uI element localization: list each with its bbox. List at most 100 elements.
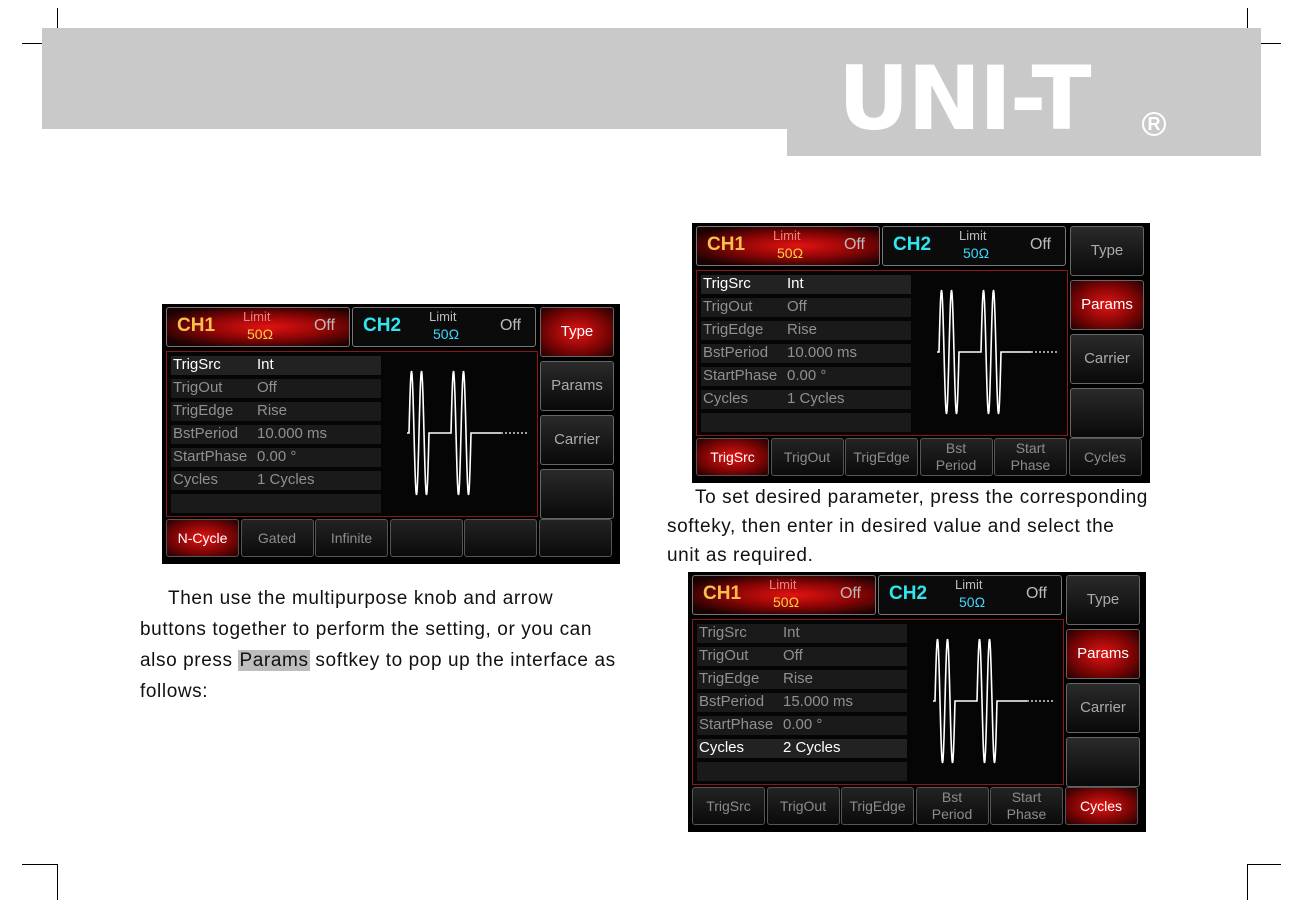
param-value: 0.00 ° <box>783 716 823 733</box>
param-row[interactable]: TrigOut Off <box>697 647 907 666</box>
param-value: 1 Cycles <box>257 471 315 488</box>
param-name: TrigSrc <box>703 275 751 292</box>
param-name: TrigEdge <box>173 402 234 419</box>
softkey-side-type[interactable]: Type <box>1070 226 1144 276</box>
softkey-bottom-6[interactable]: Cycles <box>1068 438 1142 476</box>
burst-waveform <box>937 289 1057 415</box>
softkey-bottom-3[interactable]: TrigEdge <box>841 787 914 825</box>
softkey-side-blank[interactable] <box>1070 388 1144 438</box>
softkey-bottom-5[interactable] <box>464 519 537 557</box>
text-line: softeky, then enter in desired value and… <box>667 516 1115 537</box>
softkey-side-carrier[interactable]: Carrier <box>1070 334 1144 384</box>
ch1-label: CH1 <box>707 234 746 255</box>
softkey-side-params[interactable]: Params <box>1070 280 1144 330</box>
param-name: TrigEdge <box>703 321 764 338</box>
softkey-label: TrigOut <box>779 797 827 814</box>
crop-mark <box>1247 8 1248 44</box>
softkey-side-type[interactable]: Type <box>1066 575 1140 625</box>
softkey-side-blank[interactable] <box>540 469 614 519</box>
param-value: 2 Cycles <box>783 739 841 756</box>
ch1-label: CH1 <box>177 315 216 336</box>
param-value: Off <box>783 647 803 664</box>
ch2-label: CH2 <box>363 315 402 336</box>
param-name: TrigOut <box>699 647 749 664</box>
ch2-output-state: Off <box>499 317 521 334</box>
ch2-status[interactable]: CH2 Limit 50Ω Off <box>352 307 536 347</box>
crop-mark <box>1247 43 1281 44</box>
text-line: unit as required. <box>667 545 814 566</box>
softkey-bottom-1[interactable]: N-Cycle <box>166 519 239 557</box>
param-name: StartPhase <box>703 367 778 384</box>
param-value: Off <box>257 379 277 396</box>
softkey-label: Phase <box>1010 457 1051 473</box>
text-line: To set desired parameter, press the corr… <box>695 487 1148 508</box>
paragraph-params-intro: Then use the multipurpose knob and arrow… <box>140 583 660 707</box>
softkey-side-carrier[interactable]: Carrier <box>540 415 614 465</box>
param-name: TrigEdge <box>699 670 760 687</box>
softkey-bottom-4[interactable] <box>389 519 463 557</box>
param-row-empty <box>701 413 911 432</box>
text-line: buttons together to perform the setting,… <box>140 619 593 640</box>
softkey-label: Gated <box>257 529 297 546</box>
softkey-side-type[interactable]: Type <box>540 307 614 357</box>
ch1-limit: Limit <box>243 309 271 324</box>
param-value: Int <box>783 624 800 641</box>
ch2-limit: Limit <box>429 309 457 324</box>
param-row[interactable]: StartPhase 0.00 ° <box>701 367 911 386</box>
softkey-label: Start <box>1011 789 1042 805</box>
param-name: BstPeriod <box>703 344 769 361</box>
softkey-side-carrier[interactable]: Carrier <box>1066 683 1140 733</box>
softkey-bottom-2[interactable]: TrigOut <box>770 438 844 476</box>
softkey-label: Infinite <box>330 529 373 546</box>
softkey-bottom-2[interactable]: Gated <box>240 519 314 557</box>
ch1-impedance: 50Ω <box>777 245 804 261</box>
param-value: Int <box>787 275 804 292</box>
ch2-label: CH2 <box>893 234 932 255</box>
softkey-side-blank[interactable] <box>1066 737 1140 787</box>
softkey-bottom-3[interactable]: TrigEdge <box>845 438 918 476</box>
softkey-side-params[interactable]: Params <box>1066 629 1140 679</box>
param-value: 0.00 ° <box>787 367 827 384</box>
param-name: Cycles <box>173 471 219 488</box>
param-name: TrigSrc <box>173 356 221 373</box>
text-fragment: also press <box>140 650 239 671</box>
crop-mark <box>1247 864 1248 900</box>
param-row[interactable]: TrigSrc Int <box>701 275 911 294</box>
bottom-softkey-bar: N-Cycle Gated Infinite <box>166 519 612 557</box>
softkey-bottom-1[interactable]: TrigSrc <box>696 438 769 476</box>
param-row[interactable]: Cycles 1 Cycles <box>171 471 381 490</box>
softkey-bottom-6[interactable]: Cycles <box>1064 787 1138 825</box>
ch2-impedance: 50Ω <box>433 326 460 342</box>
softkey-bottom-3[interactable]: Infinite <box>315 519 388 557</box>
softkey-bottom-1[interactable]: TrigSrc <box>692 787 765 825</box>
param-row[interactable]: TrigEdge Rise <box>701 321 911 340</box>
param-value: Rise <box>787 321 818 338</box>
softkey-label: Cycles <box>1083 448 1126 465</box>
softkey-bottom-6[interactable] <box>538 519 612 557</box>
softkey-side-params[interactable]: Params <box>540 361 614 411</box>
softkey-bottom-2[interactable]: TrigOut <box>766 787 840 825</box>
